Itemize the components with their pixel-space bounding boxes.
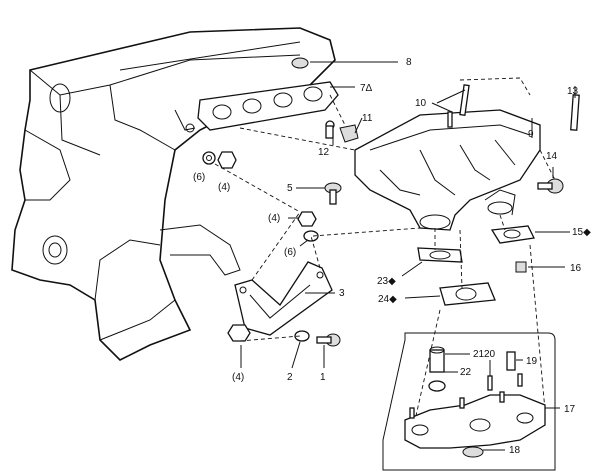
callout-10: 10	[415, 98, 427, 109]
bracket-part-3	[234, 261, 333, 336]
callout-21: 21	[473, 349, 485, 360]
callout-13: 13	[567, 86, 579, 97]
callout-6a: (6)	[193, 172, 205, 183]
nuts-washers	[202, 151, 319, 242]
callout-2: 2	[287, 372, 293, 383]
lower-hardware	[227, 324, 341, 347]
gaskets	[417, 225, 535, 306]
callout-4a: (4)	[218, 182, 230, 193]
studs	[447, 84, 580, 131]
callout-leaders	[240, 61, 576, 451]
bolt-part-5	[324, 182, 342, 205]
callout-8: 8	[406, 57, 412, 68]
engine-block	[11, 27, 336, 361]
bolt-part-14	[537, 178, 564, 194]
callout-16: 16	[570, 263, 582, 274]
intake-manifold	[354, 109, 541, 231]
callout-6b: (6)	[284, 247, 296, 258]
callout-15: 15◆	[572, 227, 591, 238]
callout-12: 12	[318, 147, 330, 158]
callout-7: 7Δ	[360, 83, 373, 94]
callout-19: 19	[526, 356, 538, 367]
callout-9: 9	[528, 129, 534, 140]
bracket-part-11	[325, 120, 359, 143]
callout-18: 18	[509, 445, 521, 456]
exhaust-gasket	[197, 81, 339, 131]
callout-17: 17	[564, 404, 576, 415]
callout-5: 5	[287, 183, 293, 194]
callout-20: 20	[484, 349, 496, 360]
callout-1: 1	[320, 372, 326, 383]
cap-part-8	[291, 57, 309, 69]
callout-labels: 8 7Δ 10 13 11 12 9 14 (6) (4) 5 (4) (6) …	[193, 57, 591, 456]
dashed-guides	[214, 77, 556, 421]
callout-23: 23◆	[377, 276, 396, 287]
callout-4c: (4)	[232, 372, 244, 383]
callout-11: 11	[362, 113, 373, 124]
callout-24: 24◆	[378, 294, 397, 305]
callout-3: 3	[339, 288, 345, 299]
callout-4b: (4)	[268, 213, 280, 224]
callout-22: 22	[460, 367, 472, 378]
callout-14: 14	[546, 151, 558, 162]
inset-box	[382, 332, 556, 471]
